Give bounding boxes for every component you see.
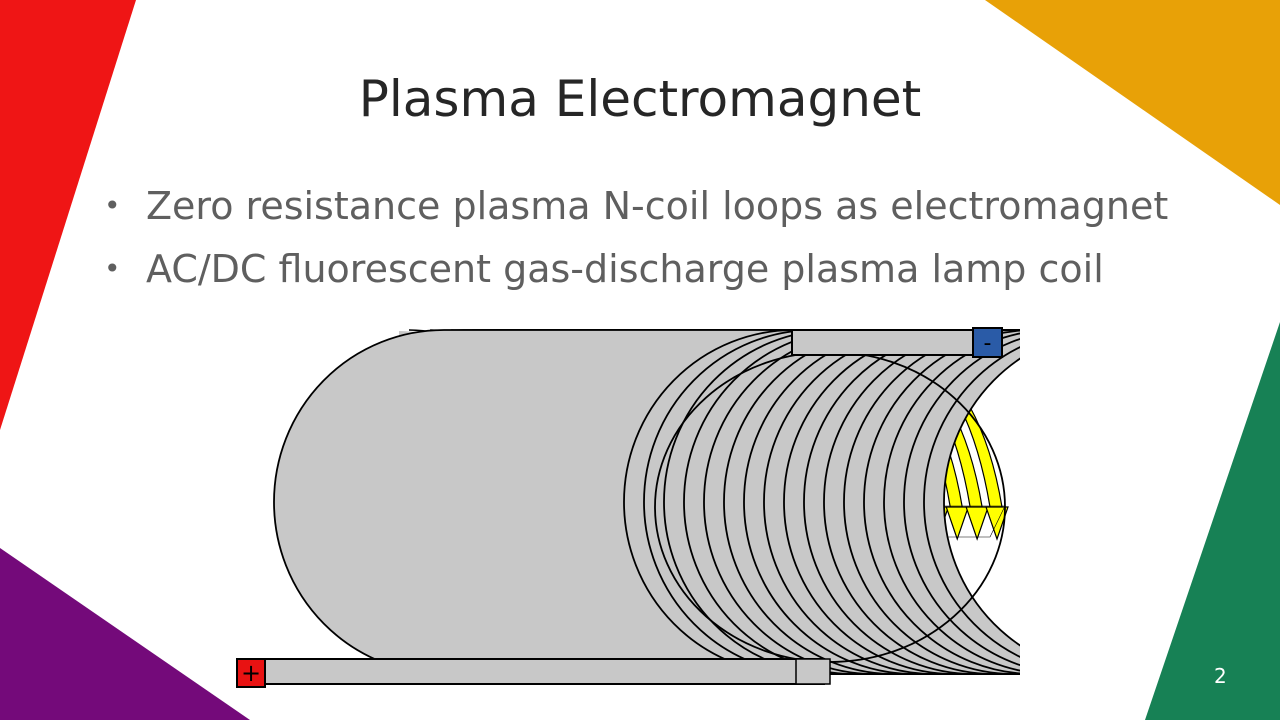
negative-terminal-label: - <box>984 331 992 356</box>
top-lead-wire <box>791 329 983 356</box>
page-number: 2 <box>1214 664 1227 688</box>
bullet-text: AC/DC fluorescent gas-discharge plasma l… <box>146 247 1104 291</box>
positive-terminal-label: + <box>241 659 261 687</box>
positive-terminal-box <box>236 658 266 688</box>
positive-terminal: + <box>236 658 266 688</box>
bullet-list: • Zero resistance plasma N-coil loops as… <box>100 180 1168 306</box>
field-arrow-head-icon <box>945 506 970 541</box>
bottom-lead-wire <box>263 658 825 685</box>
bullet-dot-icon: • <box>104 189 121 222</box>
red-corner-shape <box>0 0 136 430</box>
negative-terminal: - <box>972 327 1003 358</box>
orange-corner-shape <box>985 0 1280 205</box>
bullet-text: Zero resistance plasma N-coil loops as e… <box>146 184 1169 228</box>
bullet-item: • Zero resistance plasma N-coil loops as… <box>100 180 1168 243</box>
field-arrow-head-icon <box>965 506 989 541</box>
coil-front-loops <box>273 329 1020 675</box>
coil-leads <box>263 329 983 685</box>
plasma-coil-diagram: - + <box>236 327 1020 688</box>
bottom-lead-end <box>795 658 831 685</box>
negative-terminal-box <box>972 327 1003 358</box>
bullet-item: • AC/DC fluorescent gas-discharge plasma… <box>100 243 1168 306</box>
green-corner-shape <box>1145 322 1280 720</box>
purple-corner-shape <box>0 548 250 720</box>
bullet-dot-icon: • <box>104 252 121 285</box>
slide-title: Plasma Electromagnet <box>358 70 922 128</box>
